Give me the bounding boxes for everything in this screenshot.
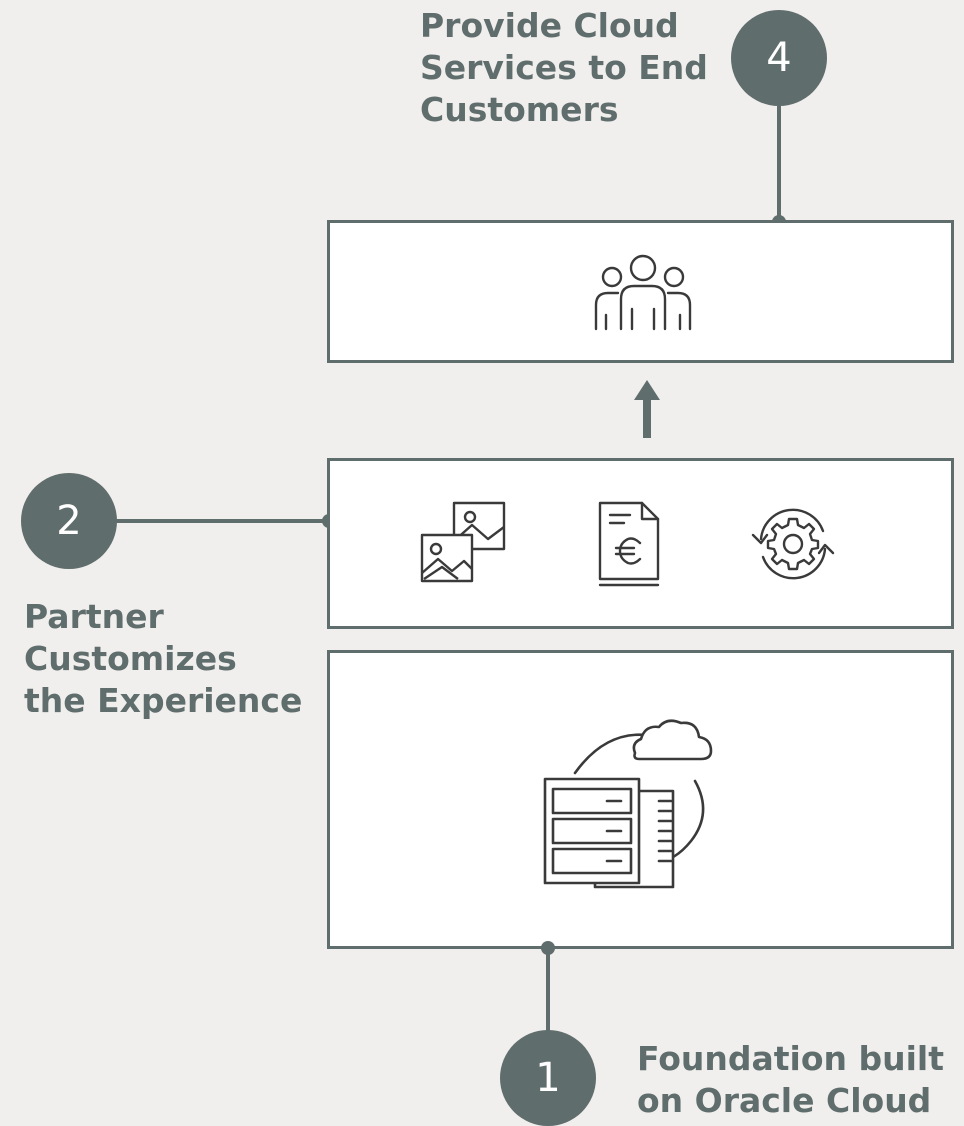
step-1-connector [546,948,550,1036]
step-2-number: 2 [56,498,82,544]
step-4-number: 4 [766,35,792,81]
step-2-connector [114,519,330,523]
images-icon [420,501,506,583]
step-1-label: Foundation built on Oracle Cloud [637,1038,944,1122]
step-2-badge: 2 [21,473,117,569]
server-cloud-icon [543,719,713,889]
step-2-label: Partner Customizes the Experience [24,596,302,722]
step-1-label-line-2: on Oracle Cloud [637,1081,932,1120]
customization-box [327,458,954,629]
step-2-label-line-2: Customizes [24,639,237,678]
step-4-label-line-3: Customers [420,90,619,129]
step-4-label-line-2: Services to End [420,48,708,87]
step-1-number: 1 [535,1055,561,1101]
up-arrow-icon [634,380,660,438]
foundation-box [327,650,954,949]
step-1-label-line-1: Foundation built [637,1039,945,1078]
end-customers-box [327,220,954,363]
step-4-badge: 4 [731,10,827,106]
euro-document-icon [598,501,660,587]
step-4-label: Provide Cloud Services to End Customers [420,5,708,131]
step-4-label-line-1: Provide Cloud [420,6,679,45]
people-group-icon [594,254,692,331]
step-2-label-line-3: the Experience [24,681,303,720]
step-2-label-line-1: Partner [24,597,164,636]
step-4-connector [777,100,781,222]
gear-sync-icon [751,508,835,580]
step-1-badge: 1 [500,1030,596,1126]
